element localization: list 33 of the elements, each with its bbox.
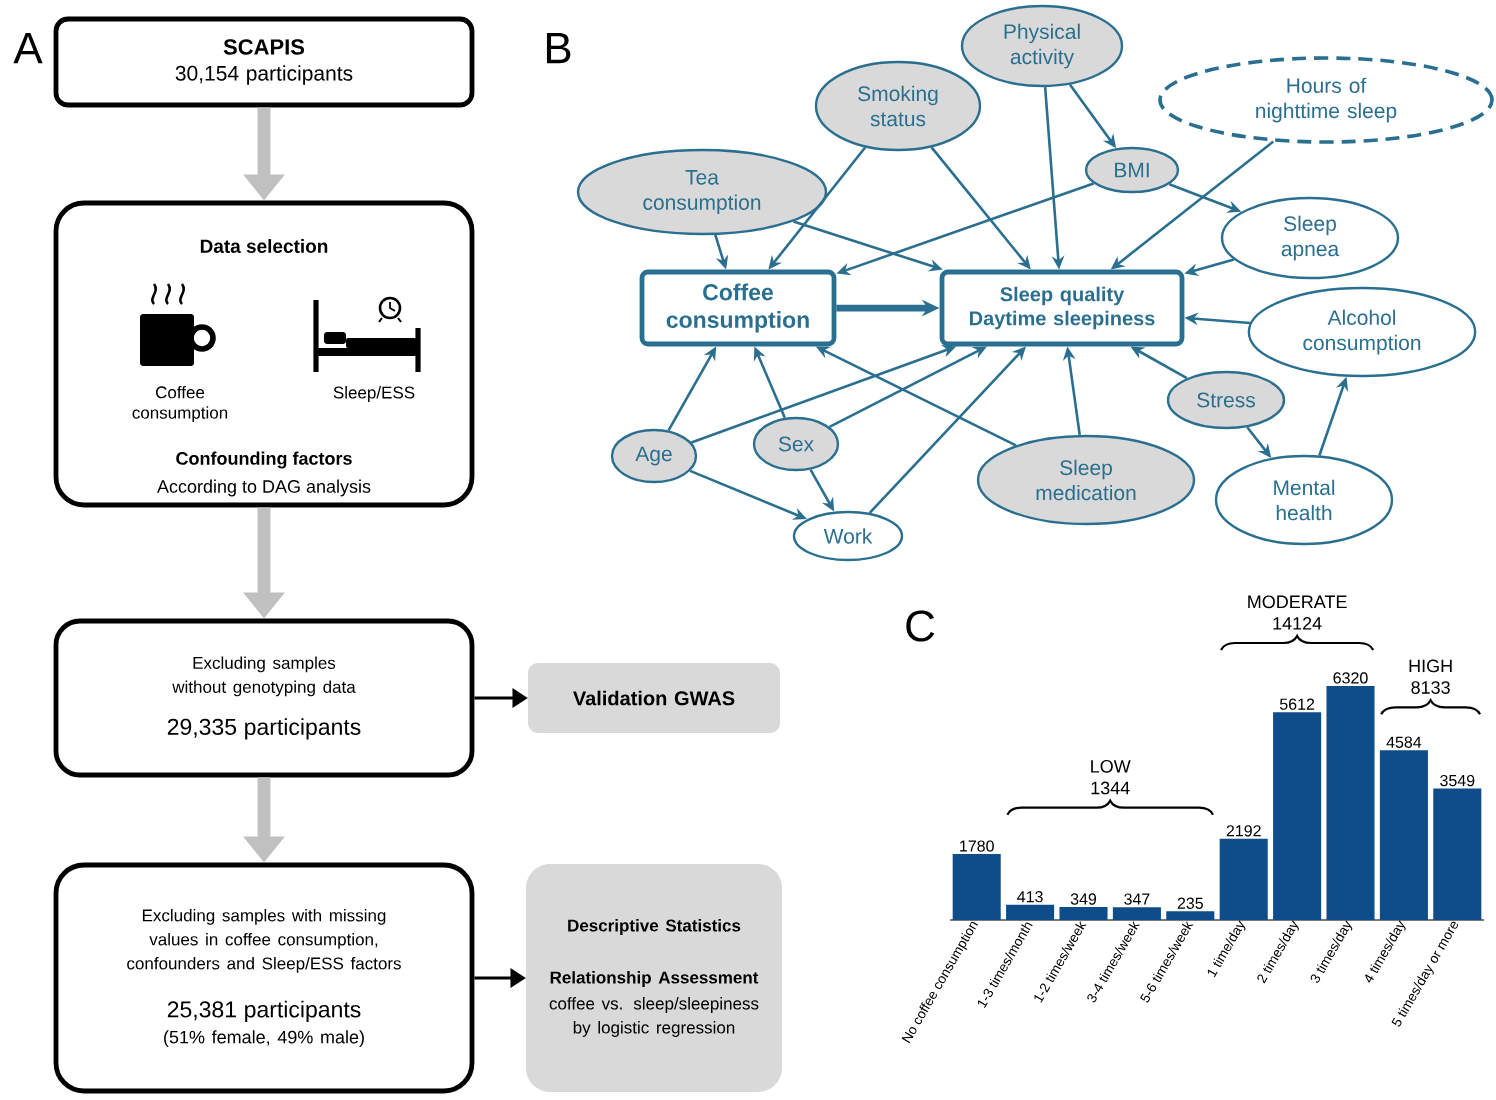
value-label: 3549 <box>1440 774 1475 787</box>
value-label: 6320 <box>1333 672 1368 684</box>
value-label: 2192 <box>1226 825 1261 837</box>
variable-box: Coffee consumption <box>639 269 837 347</box>
group-label: HIGH 8133 <box>1409 659 1452 694</box>
bar <box>1219 838 1268 921</box>
process-box: SCAPIS 30,154 participants <box>53 16 475 108</box>
variable-box: Sleep quality Daytime sleepiness <box>939 269 1185 347</box>
process-box: Excluding samples with missing values in coffee consumption, confounders and Sleep/ESS factors 25,381 participants (51% female, 49% male) <box>53 862 475 1094</box>
bar <box>1166 911 1215 921</box>
output-box: Descriptive Statistics Relationship Assessment coffee vs. sleep/sleepiness by logistic regression <box>526 864 782 1092</box>
bar <box>1326 686 1375 921</box>
value-label: 413 <box>1017 891 1043 903</box>
bar <box>1379 750 1428 921</box>
bar <box>1433 788 1482 921</box>
value-label: 5612 <box>1279 698 1315 710</box>
value-label: 235 <box>1177 897 1203 909</box>
bar <box>1273 712 1322 921</box>
bar <box>1112 907 1161 921</box>
value-label: 347 <box>1124 893 1150 905</box>
value-label: 349 <box>1070 893 1097 905</box>
group-label: MODERATE 14124 <box>1248 595 1347 630</box>
bar <box>952 854 1001 921</box>
value-label: 1780 <box>960 840 994 852</box>
value-label: 4584 <box>1386 736 1422 748</box>
bar <box>1006 904 1055 921</box>
group-label: LOW 1344 <box>1091 759 1131 795</box>
process-box: Excluding samples without genotyping data 29,335 participants <box>53 618 475 778</box>
output-box: Validation GWAS <box>528 663 780 733</box>
panel-label: C <box>906 610 935 642</box>
panel-label: B <box>546 32 571 64</box>
bar <box>1059 907 1108 921</box>
selection-box: Data selection Coffee consumption Sleep/ESS Confounding factors According to DAG analysis <box>53 200 475 508</box>
